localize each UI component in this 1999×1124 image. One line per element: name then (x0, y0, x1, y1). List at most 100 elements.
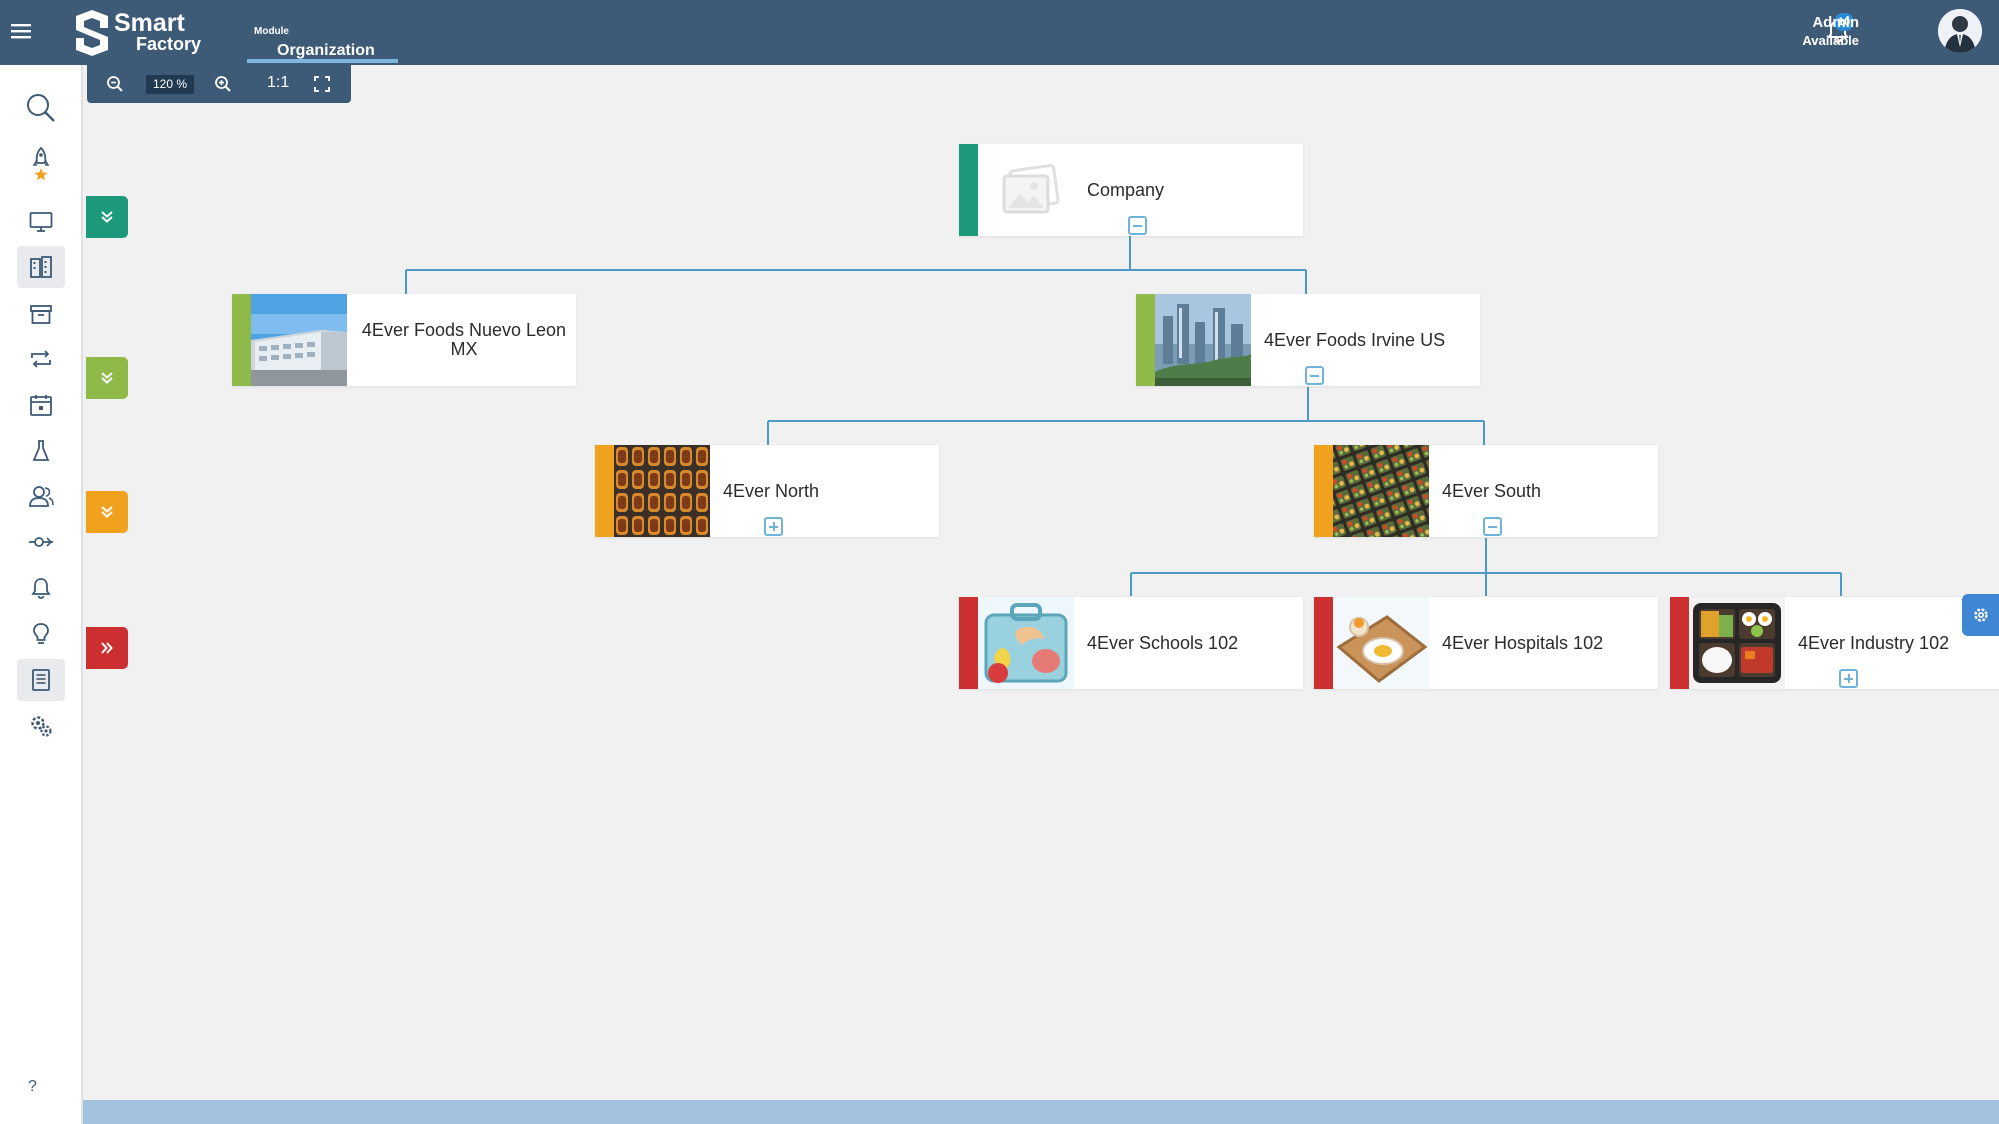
org-node-label: 4Ever Schools 102 (1087, 632, 1239, 653)
user-status: Available (1802, 33, 1859, 48)
horizontal-scrollbar[interactable] (83, 1100, 1999, 1124)
level-color-bar (959, 597, 978, 689)
reset-zoom-button[interactable]: 1:1 (267, 74, 290, 91)
org-node-irvine[interactable]: 4Ever Foods Irvine US (1136, 294, 1480, 386)
zoom-out-icon (107, 76, 123, 92)
left-sidebar (0, 65, 83, 1124)
level-1-toggle[interactable] (86, 196, 128, 238)
org-node-industry[interactable]: 4Ever Industry 102 (1670, 597, 1999, 689)
org-node-label: 4Ever Foods Nuevo Leon MX (361, 320, 567, 359)
logo-word-top: Smart (114, 9, 186, 37)
menu-icon[interactable] (10, 20, 32, 42)
org-node-south[interactable]: 4Ever South (1314, 445, 1658, 537)
zoom-out-button[interactable] (105, 74, 125, 94)
buildings-icon (30, 256, 52, 278)
sidebar-item-search[interactable] (17, 87, 65, 129)
user-avatar[interactable] (1938, 9, 1982, 53)
flask-icon (32, 440, 50, 461)
zoom-in-button[interactable] (213, 74, 233, 94)
sidebar-item-calendar[interactable] (17, 384, 65, 426)
module-tab-organization[interactable]: Organization (277, 42, 375, 59)
org-node-label: 4Ever Industry 102 (1798, 632, 1950, 653)
org-node-schools[interactable]: 4Ever Schools 102 (959, 597, 1303, 689)
bento-box-icon (1689, 597, 1785, 689)
double-chevron-down-icon (101, 506, 113, 518)
document-icon (32, 669, 50, 691)
gears-icon (31, 716, 52, 737)
org-node-label: 4Ever North (723, 480, 820, 501)
zoom-toolbar: 120 % (87, 65, 351, 103)
collapse-button[interactable] (1128, 216, 1147, 235)
sidebar-item-alerts[interactable] (17, 567, 65, 609)
org-node-hospitals[interactable]: 4Ever Hospitals 102 (1314, 597, 1658, 689)
level-3-toggle[interactable] (86, 491, 128, 533)
smart-factory-logo[interactable]: Smart Factory (70, 6, 230, 60)
zoom-level: 120 % (146, 75, 194, 94)
sidebar-item-ideas[interactable] (17, 613, 65, 655)
expand-button[interactable] (764, 517, 783, 536)
sidebar-item-organization[interactable] (17, 246, 65, 288)
expand-button[interactable] (1839, 669, 1858, 688)
food-containers-photo (614, 445, 710, 537)
zoom-in-icon (215, 76, 231, 92)
city-photo (1155, 294, 1251, 386)
active-module-underline (247, 59, 398, 63)
level-color-bar (959, 144, 978, 236)
level-4-toggle[interactable] (86, 627, 128, 669)
top-bar: Smart Factory Module Organization 10 Adm… (0, 0, 1999, 65)
level-2-toggle[interactable] (86, 357, 128, 399)
org-node-label: 4Ever Hospitals 102 (1442, 632, 1604, 653)
org-node-label: Company (1087, 179, 1165, 200)
level-color-bar (1314, 445, 1333, 537)
calendar-icon (30, 395, 52, 416)
sidebar-item-monitor[interactable] (17, 201, 65, 243)
sidebar-item-archive[interactable] (17, 293, 65, 335)
archive-icon (30, 305, 52, 324)
double-chevron-right-icon (101, 642, 113, 654)
collapse-button[interactable] (1305, 366, 1324, 385)
rocket-star-icon (32, 146, 50, 181)
search-icon (27, 94, 55, 122)
fullscreen-icon (314, 76, 330, 92)
level-color-bar (1314, 597, 1333, 689)
users-icon (29, 486, 54, 507)
factory-photo (251, 294, 347, 386)
double-chevron-down-icon (101, 372, 113, 384)
connection-icon (29, 537, 53, 547)
collapse-button[interactable] (1483, 517, 1502, 536)
gear-icon (1973, 608, 1988, 622)
org-node-nuevo-leon[interactable]: 4Ever Foods Nuevo Leon MX (232, 294, 576, 386)
help-button[interactable]: ? (28, 1078, 37, 1095)
sidebar-item-transfers[interactable] (17, 338, 65, 380)
sidebar-item-lab[interactable] (17, 430, 65, 472)
sidebar-item-settings[interactable] (17, 705, 65, 747)
level-color-bar (1670, 597, 1689, 689)
sidebar-item-people[interactable] (17, 475, 65, 517)
user-name[interactable]: Admin (1812, 14, 1859, 31)
module-label: Module (254, 26, 289, 37)
lunchbox-icon (978, 597, 1074, 689)
placeholder-image-icon (978, 144, 1074, 236)
meal-tray-icon (1333, 597, 1429, 689)
logo-word-bottom: Factory (136, 34, 201, 54)
bell-icon (31, 578, 51, 599)
sidebar-item-integrations[interactable] (17, 521, 65, 563)
org-node-label: 4Ever Foods Irvine US (1264, 329, 1446, 350)
level-color-bar (232, 294, 251, 386)
notifications-count-badge: 10 (1834, 13, 1854, 31)
meal-boxes-photo (1333, 445, 1429, 537)
sidebar-item-favorites[interactable] (17, 143, 65, 185)
repeat-icon (31, 350, 51, 368)
level-color-bar (595, 445, 614, 537)
sidebar-item-documents[interactable] (17, 659, 65, 701)
lightbulb-icon (33, 623, 49, 644)
org-node-company[interactable]: Company (959, 144, 1303, 236)
org-node-label: 4Ever South (1442, 480, 1542, 501)
fit-screen-button[interactable] (312, 74, 332, 94)
org-node-north[interactable]: 4Ever North (595, 445, 939, 537)
monitor-icon (29, 212, 53, 232)
level-color-bar (1136, 294, 1155, 386)
double-chevron-down-icon (101, 211, 113, 223)
chart-settings-button[interactable] (1962, 594, 1999, 636)
